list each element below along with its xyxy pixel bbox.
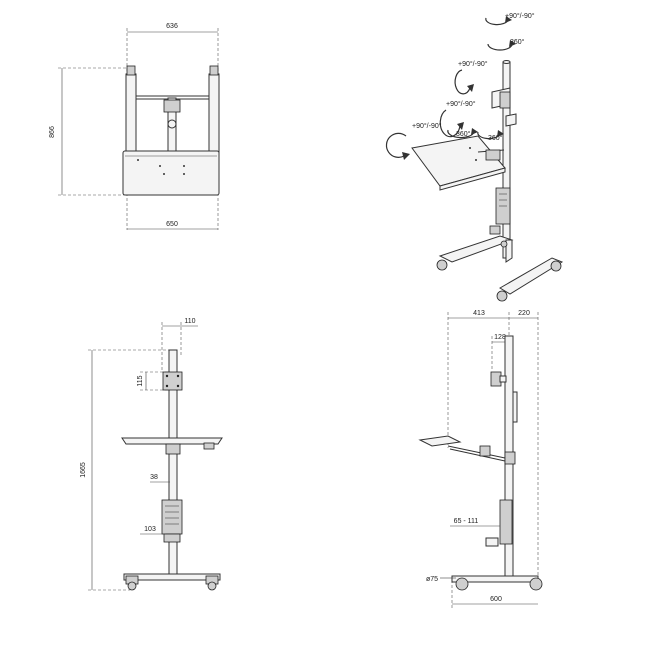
side-wheel-rear — [529, 577, 543, 591]
dim-label-arm-reach: 413 — [473, 310, 485, 317]
side-tray-arm — [447, 445, 506, 459]
side-cable-clip — [512, 391, 518, 423]
vesa-hole — [176, 384, 180, 388]
tray-hole — [137, 159, 139, 161]
front-base — [123, 573, 221, 581]
dim-label-holder-width: 103 — [144, 526, 156, 533]
rotation-arrow-icon — [487, 43, 513, 51]
dim-label-range: 65 - 111 — [454, 518, 479, 525]
iso-clamp-lower — [505, 113, 517, 127]
tray-hole — [163, 173, 165, 175]
vesa-mount — [163, 99, 181, 113]
iso-tray-front-edge — [439, 167, 506, 191]
tray-hole — [183, 165, 185, 167]
arrowhead-icon — [509, 40, 516, 47]
iso-base-left — [438, 235, 514, 263]
dim-label-width-bottom: 650 — [166, 221, 178, 228]
dim-label-base-length: 600 — [490, 596, 502, 603]
vesa-hole — [165, 374, 169, 378]
iso-base-center — [505, 239, 513, 263]
keyboard-tray — [122, 150, 220, 196]
iso-wheel — [550, 260, 562, 272]
iso-label-rot-top: +90°/-90° — [505, 12, 535, 20]
dim-label-mount-height: 115 — [137, 375, 144, 386]
iso-label-rot-left-2: +90°/-90° — [446, 100, 476, 108]
iso-label-rot-360-a: 360° — [510, 38, 525, 46]
front-wheel — [207, 581, 217, 591]
iso-wheel — [496, 290, 508, 302]
iso-wheel — [500, 240, 508, 248]
arrowhead-icon — [457, 122, 464, 130]
arrowhead-icon — [471, 128, 478, 135]
iso-pole-top — [502, 60, 511, 64]
iso-tray-bracket — [485, 149, 501, 161]
iso-wheel — [436, 259, 448, 271]
iso-label-rot-left: +90°/-90° — [458, 60, 488, 68]
iso-cpu-foot — [489, 225, 501, 235]
front-view: 1665 110 115 38 103 — [80, 318, 223, 591]
dim-label-wheel-diameter: ø75 — [426, 576, 438, 583]
left-upright — [125, 73, 137, 157]
side-keyboard-tray — [418, 435, 462, 447]
dim-label-width-top: 636 — [166, 23, 178, 30]
front-cpu-base — [163, 533, 181, 543]
dim-label-mount-offset: 128 — [494, 334, 506, 341]
arrowhead-icon — [497, 130, 504, 137]
vesa-hole — [176, 374, 180, 378]
arrowhead-icon — [402, 152, 410, 160]
side-cpu-foot — [485, 537, 499, 547]
arrowhead-icon — [505, 16, 512, 23]
side-tray-arm-lower — [449, 448, 506, 462]
rotation-arrow-icon — [385, 132, 407, 158]
dim-label-height: 866 — [49, 126, 56, 138]
dim-label-mount-width: 110 — [184, 318, 195, 325]
front-keyboard-tray — [121, 437, 223, 445]
iso-label-rot-tray: +90°/-90° — [412, 122, 442, 130]
iso-label-rot-360-b: 360° — [456, 130, 471, 138]
side-wheel-front — [455, 577, 469, 591]
pole-joint — [167, 119, 177, 129]
front-cpu-holder — [161, 499, 183, 535]
side-mount-arm — [499, 375, 507, 383]
tray-hole — [183, 173, 185, 175]
side-cpu-holder — [499, 499, 513, 545]
vesa-hole — [165, 384, 169, 388]
front-mouse-holder — [203, 442, 215, 450]
tray-hole — [159, 165, 161, 167]
left-upright-cap — [126, 65, 136, 76]
front-vesa-mount — [162, 371, 183, 391]
right-upright — [208, 73, 220, 157]
iso-base-right — [499, 257, 564, 295]
rotation-arrow-icon — [439, 109, 461, 138]
rotation-arrow-icon — [454, 69, 471, 95]
side-arm-joint — [479, 445, 491, 457]
dim-label-total-height: 1665 — [80, 462, 87, 478]
front-tray-bracket — [165, 443, 181, 455]
iso-keyboard-tray — [411, 135, 506, 187]
right-upright-cap — [209, 65, 219, 76]
side-arm-clamp — [504, 451, 516, 465]
dim-label-pole-offset: 38 — [150, 474, 158, 481]
arrowhead-icon — [467, 84, 474, 92]
iso-tray-hole — [469, 147, 471, 149]
side-view: 413 220 128 65 - 111 ø75 600 — [418, 310, 543, 608]
dim-label-depth: 220 — [518, 310, 530, 317]
iso-tray-hole — [475, 159, 477, 161]
iso-label-rot-360-c: 360° — [488, 134, 503, 142]
iso-mount-clamp — [499, 91, 511, 109]
top-view: 636 866 650 — [49, 23, 220, 230]
front-wheel — [127, 581, 137, 591]
isometric-view: +90°/-90° 360° +90°/-90° +90°/-90° 360° … — [385, 12, 564, 302]
